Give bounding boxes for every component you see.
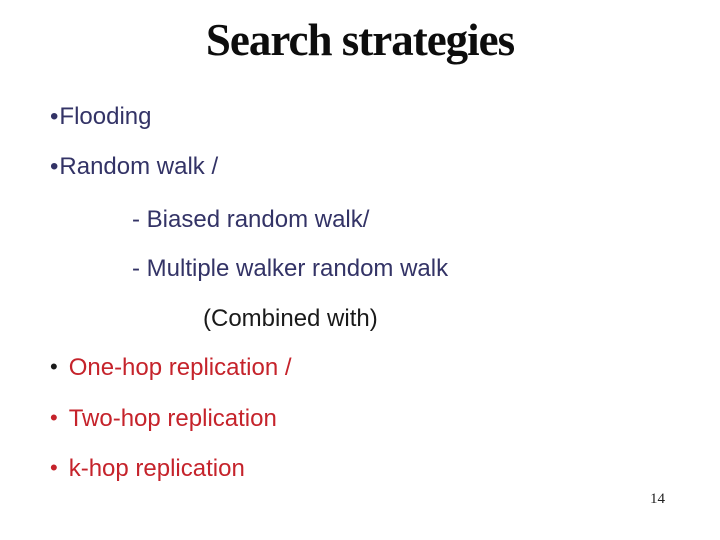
bullet-label: Flooding: [59, 103, 152, 130]
bullet-item-flooding: •Flooding: [50, 103, 152, 130]
bullet-label: One-hop replication /: [68, 354, 292, 381]
bullet-dot: •: [50, 405, 58, 430]
bullet-dot: •: [50, 455, 58, 480]
sub-item-multiple-walker: - Multiple walker random walk: [132, 255, 449, 282]
bullet-label: Random walk /: [59, 153, 219, 180]
bullet-label: k-hop replication: [68, 455, 245, 482]
sub-item-label: - Biased random walk/: [132, 206, 370, 233]
sub-item-label: - Multiple walker random walk: [132, 255, 449, 282]
bullet-item-random-walk: •Random walk /: [50, 153, 219, 180]
bullet-item-one-hop: • One-hop replication /: [50, 354, 292, 381]
bullet-dot: •: [50, 103, 59, 130]
combined-with-note: (Combined with): [203, 305, 378, 332]
bullet-item-two-hop: • Two-hop replication: [50, 405, 277, 432]
bullet-dot: •: [50, 354, 58, 379]
slide-title: Search strategies: [205, 15, 515, 65]
bullet-dot: •: [50, 153, 59, 180]
sub-item-biased-random-walk: - Biased random walk/: [132, 206, 370, 233]
note-label: (Combined with): [203, 305, 378, 332]
bullet-item-k-hop: • k-hop replication: [50, 455, 245, 482]
bullet-label: Two-hop replication: [68, 405, 277, 432]
page-number: 14: [650, 491, 665, 507]
